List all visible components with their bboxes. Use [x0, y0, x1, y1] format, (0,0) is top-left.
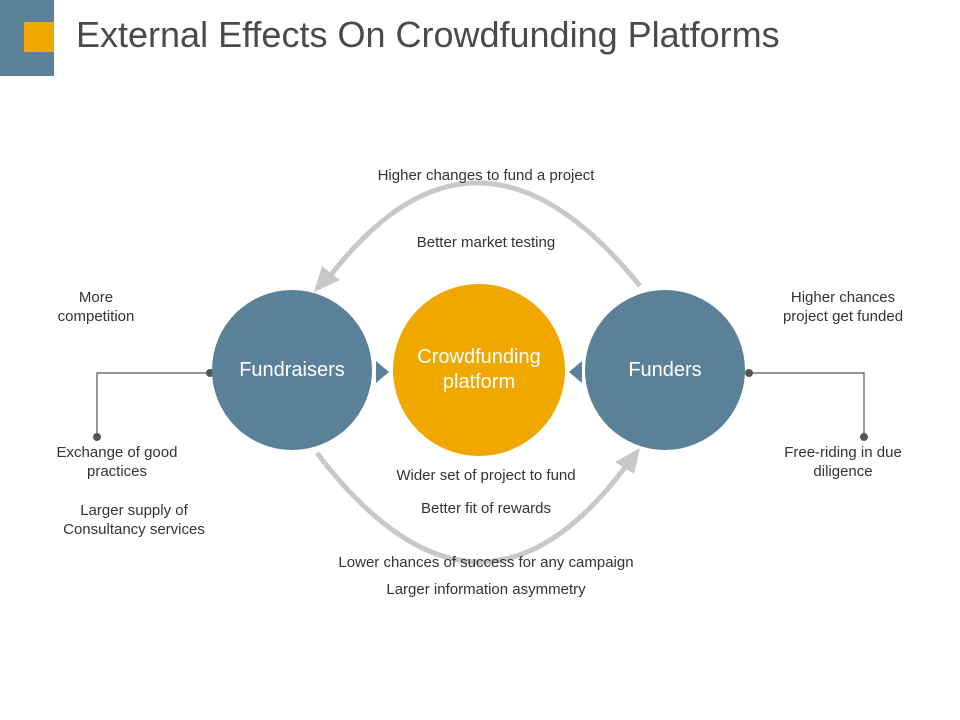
left-connector-line — [96, 372, 210, 437]
right-connector-line — [749, 372, 865, 437]
top-arc-arrow — [328, 180, 642, 288]
bottom-arc-inner-label-2: Better fit of rewards — [420, 500, 552, 517]
right-connector-dot-bottom — [860, 433, 868, 441]
crowdfunding-platform-label: Crowdfunding platform — [417, 346, 541, 393]
funders-label: Funders — [628, 358, 702, 381]
header-accent-square — [24, 22, 54, 52]
left-effect-bottom-label: Exchange of good practices — [56, 444, 178, 480]
fundraisers-node: Fundraisers — [212, 290, 372, 450]
crowdfunding-platform-node: Crowdfunding platform — [393, 284, 565, 456]
top-arc-inner-label: Better market testing — [416, 234, 556, 251]
bottom-arc-arrowhead — [615, 448, 640, 474]
top-arc-outer-label: Higher changes to fund a project — [377, 167, 595, 184]
top-arc-arrowhead — [314, 266, 340, 292]
left-effect-extra-label: Larger supply of Consultancy services — [63, 502, 205, 538]
funders-node: Funders — [585, 290, 745, 450]
bottom-arc-inner-label-1: Wider set of project to fund — [396, 467, 576, 484]
left-effect-top-label: More competition — [57, 289, 135, 325]
bottom-arc-outer-label-1: Lower chances of success for any campaig… — [338, 554, 634, 571]
bottom-arc-outer-label-2: Larger information asymmetry — [386, 581, 586, 598]
page-title: External Effects On Crowdfunding Platfor… — [76, 14, 780, 55]
left-connector-dot-bottom — [93, 433, 101, 441]
left-pointer-triangle — [376, 361, 389, 383]
right-effect-top-label: Higher chances project get funded — [782, 289, 904, 325]
right-pointer-triangle — [569, 361, 582, 383]
bottom-arc-arrow — [315, 451, 629, 565]
right-effect-bottom-label: Free-riding in due diligence — [784, 444, 902, 480]
right-connector-dot-top — [745, 369, 753, 377]
fundraisers-label: Fundraisers — [239, 358, 345, 381]
